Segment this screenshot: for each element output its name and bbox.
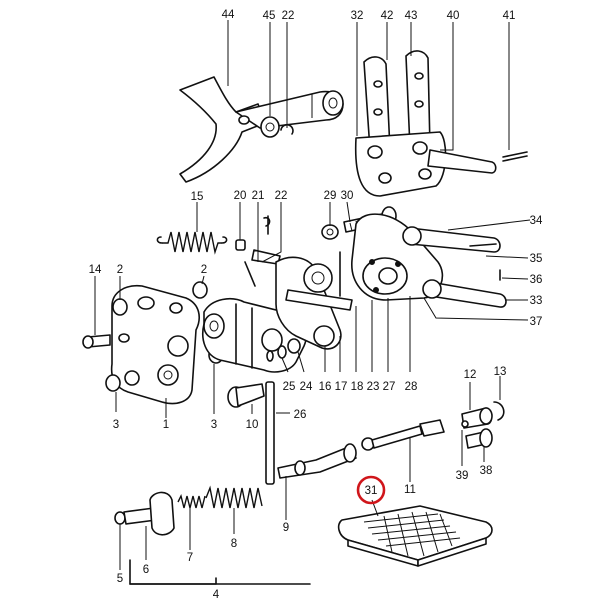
filter-31: [337, 505, 493, 567]
shift-rod-11: [361, 419, 445, 451]
label-22a: 22: [282, 10, 295, 22]
label-36: 36: [530, 274, 543, 286]
washer-29: [321, 224, 339, 240]
highlight-circle: [356, 475, 386, 505]
linkage-parts: [266, 251, 353, 362]
bush-45: [260, 116, 280, 138]
label-8: 8: [231, 538, 237, 550]
label-9: 9: [283, 522, 289, 534]
label-42: 42: [381, 10, 394, 22]
label-32: 32: [351, 10, 364, 22]
label-37: 37: [530, 316, 543, 328]
label-41: 41: [503, 10, 516, 22]
label-15: 15: [191, 191, 204, 203]
rod-26: [265, 381, 275, 485]
label-22b: 22: [275, 190, 288, 202]
label-33: 33: [530, 295, 543, 307]
label-3a: 3: [113, 419, 119, 431]
label-43: 43: [405, 10, 418, 22]
label-34: 34: [530, 215, 543, 227]
label-21: 21: [252, 190, 265, 202]
interlock-plate: [351, 213, 507, 308]
casing-1: [110, 284, 200, 405]
label-6: 6: [143, 564, 149, 576]
label-2a: 2: [117, 264, 123, 276]
small-fittings: [461, 401, 505, 449]
leader-lines: [94, 20, 531, 570]
label-38: 38: [480, 465, 493, 477]
label-26: 26: [294, 409, 307, 421]
highlight-callout-31: 31: [356, 475, 386, 505]
label-4: 4: [213, 589, 220, 600]
label-30: 30: [341, 190, 354, 202]
label-1: 1: [163, 419, 169, 431]
label-24: 24: [300, 381, 313, 393]
label-35: 35: [530, 253, 543, 265]
spring-15: [156, 231, 228, 255]
label-28: 28: [405, 381, 418, 393]
label-14: 14: [89, 264, 102, 276]
label-13: 13: [494, 366, 507, 378]
shift-fork: [179, 76, 344, 183]
circlip-22a: [280, 124, 294, 135]
callout-labels: 44 45 22 32 42 43 40 41 15 20 21 22 29 3…: [89, 9, 543, 600]
label-39: 39: [456, 470, 469, 482]
label-16: 16: [319, 381, 332, 393]
selector-shaft-assembly: [114, 485, 311, 585]
label-7: 7: [187, 552, 193, 564]
label-25: 25: [283, 381, 296, 393]
label-31: 31: [365, 485, 378, 497]
label-20: 20: [234, 190, 247, 202]
spindle-9: [277, 443, 357, 479]
label-5: 5: [117, 573, 123, 585]
label-18: 18: [351, 381, 364, 393]
selector-lever-assembly: [354, 50, 528, 197]
label-29: 29: [324, 190, 337, 202]
label-12: 12: [464, 369, 477, 381]
label-2b: 2: [201, 264, 207, 276]
label-11: 11: [404, 484, 416, 496]
label-44: 44: [222, 9, 235, 21]
label-27: 27: [383, 381, 396, 393]
bolt-14: [82, 334, 111, 349]
label-10: 10: [246, 419, 259, 431]
label-23: 23: [367, 381, 380, 393]
bolt-10: [227, 383, 265, 408]
label-40: 40: [447, 10, 460, 22]
label-17: 17: [335, 381, 348, 393]
label-3b: 3: [211, 419, 217, 431]
label-45: 45: [263, 10, 276, 22]
